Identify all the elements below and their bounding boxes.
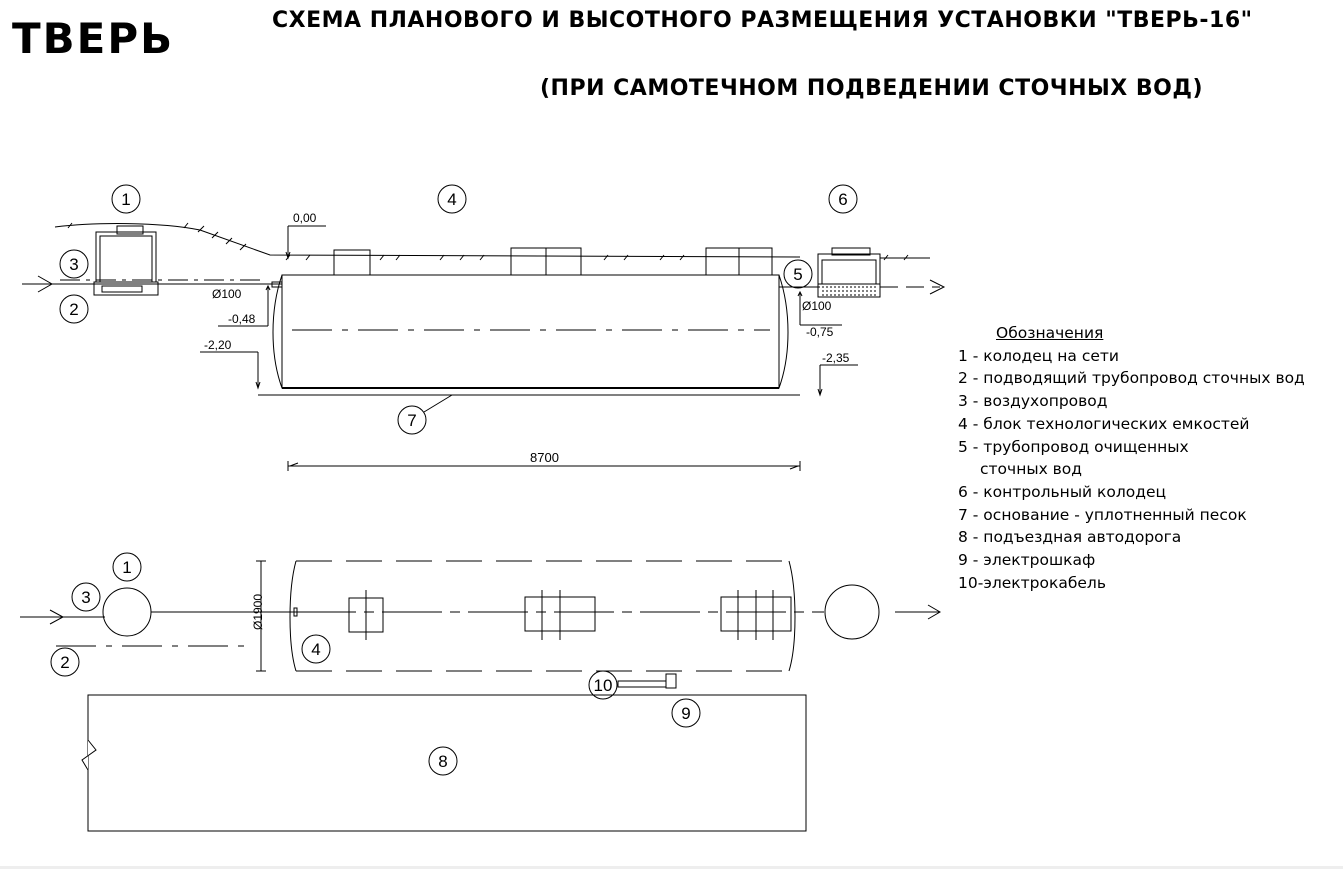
legend-item: 8 - подъездная автодорога: [958, 528, 1182, 547]
legend-item: 9 - электрошкаф: [958, 551, 1096, 570]
marker-7-section: [397, 405, 427, 435]
plan-marker-4-label: 4: [311, 640, 320, 659]
level-0: 0,00: [293, 211, 317, 225]
tank-section: [22, 247, 946, 396]
marker-9-plan: [671, 698, 701, 728]
marker-5-section: [783, 259, 813, 289]
marker-2-plan: [50, 647, 80, 677]
dimension-length: [287, 461, 801, 471]
length-label: 8700: [530, 450, 559, 465]
level-048: -0,48: [228, 312, 256, 326]
plan-width-label: Ø1900: [251, 594, 265, 630]
plan-marker-9-label: 9: [681, 704, 690, 723]
marker-4-plan: [301, 634, 331, 664]
legend-item: 5 - трубопровод очищенных: [958, 437, 1189, 456]
marker-10-plan: [588, 670, 618, 700]
section-level-labels: 0,00 -0,48 -2,20 -0,75 -2,35 Ø100 Ø100 8…: [204, 211, 850, 465]
marker-6-section: [828, 184, 858, 214]
legend-item: сточных вод: [980, 460, 1082, 479]
well-1-section: [93, 225, 159, 296]
legend-item: 6 - контрольный колодец: [958, 482, 1167, 501]
footer-band: [0, 866, 1343, 869]
well-1-plan: [102, 587, 152, 637]
marker-8-plan: [428, 746, 458, 776]
marker-1-section: [111, 184, 141, 214]
legend-heading: Обозначения: [996, 324, 1104, 342]
plan-marker-10-label: 10: [594, 676, 613, 695]
pipe-in-label: Ø100: [212, 287, 242, 301]
level-marks: [200, 225, 858, 397]
plan-marker-labels: 1 2 3 4 8 9 10: [60, 558, 690, 771]
plan-view: [20, 552, 941, 832]
well-6-section: [817, 247, 881, 298]
legend-item: 4 - блок технологических емкостей: [958, 414, 1250, 433]
legend-item: 1 - колодец на сети: [958, 346, 1119, 365]
marker-3-section: [59, 249, 89, 279]
marker-3-label: 3: [69, 255, 78, 274]
plan-marker-8-label: 8: [438, 752, 447, 771]
marker-4-label: 4: [447, 190, 456, 209]
legend: Обозначения 1 - колодец на сети 2 - подв…: [958, 322, 1338, 594]
section-view: [22, 184, 946, 471]
level-220: -2,20: [204, 338, 232, 352]
level-235: -2,35: [822, 351, 850, 365]
marker-1-label: 1: [121, 190, 130, 209]
marker-7-label: 7: [407, 411, 416, 430]
diagram-subtitle: (ПРИ САМОТЕЧНОМ ПОДВЕДЕНИИ СТОЧНЫХ ВОД): [540, 76, 1204, 101]
legend-item: 7 - основание - уплотненный песок: [958, 505, 1247, 524]
marker-1-plan: [112, 552, 142, 582]
plan-marker-2-label: 2: [60, 653, 69, 672]
marker-5-label: 5: [793, 265, 802, 284]
level-075: -0,75: [806, 325, 834, 339]
legend-item: 10-электрокабель: [958, 573, 1106, 592]
marker-2-section: [59, 294, 89, 324]
plan-marker-3-label: 3: [81, 588, 90, 607]
diagram-title: СХЕМА ПЛАНОВОГО И ВЫСОТНОГО РАЗМЕЩЕНИЯ У…: [272, 8, 1253, 33]
marker-3-plan: [71, 582, 101, 612]
plan-marker-1-label: 1: [122, 558, 131, 577]
section-marker-labels: 1 2 3 4 5 6 7: [69, 190, 847, 430]
pipe-out-label: Ø100: [802, 299, 832, 313]
legend-item: 2 - подводящий трубопровод сточных вод: [958, 369, 1305, 388]
ground-line: [54, 223, 801, 258]
marker-6-label: 6: [838, 190, 847, 209]
well-6-plan: [824, 584, 880, 640]
marker-2-label: 2: [69, 300, 78, 319]
logo: ТВЕРЬ: [12, 14, 175, 63]
legend-item: 3 - воздухопровод: [958, 392, 1108, 411]
marker-4-section: [437, 184, 467, 214]
